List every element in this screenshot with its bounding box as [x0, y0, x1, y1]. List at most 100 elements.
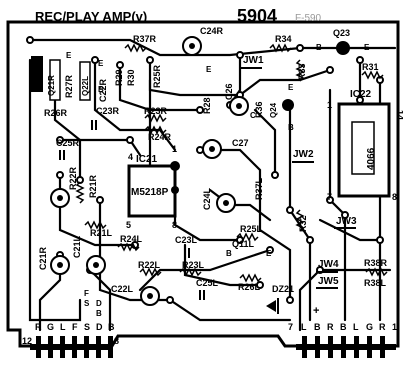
- pin-left-note-d: D: [96, 299, 102, 308]
- q24-label: Q24: [269, 102, 278, 118]
- c25l-label: C25L: [196, 278, 219, 288]
- r26r-label: R26R: [44, 108, 68, 118]
- c24l-label: C24L: [202, 187, 212, 210]
- jw5-label: JW5: [318, 276, 339, 287]
- r25r-label: R25R: [152, 64, 162, 88]
- ic21-pin-8: 8: [172, 220, 177, 230]
- connector-right: 7 1 + L B R B L G R: [288, 305, 397, 358]
- jw4-label: JW4: [318, 259, 339, 270]
- c22l-label: C22L: [111, 284, 134, 294]
- q11l-label: Q11L: [232, 239, 255, 249]
- jumper-block-left: [31, 56, 43, 92]
- pin-right-2: B: [314, 322, 321, 332]
- r34-label: R34: [275, 34, 292, 44]
- c23l-label: C23L: [175, 235, 198, 245]
- jw3-label: JW3: [336, 216, 357, 227]
- r31-label: R31: [362, 62, 379, 72]
- resistor-glyphs: [75, 43, 388, 283]
- c25r-label: C25R: [56, 138, 80, 148]
- transistor-q11l: Q11L: [232, 239, 255, 249]
- r37r-label: R37R: [133, 34, 157, 44]
- r36-label: R36: [254, 101, 264, 118]
- pin-left-note-b: B: [96, 309, 102, 318]
- jw1-label: JW1: [243, 55, 264, 66]
- jumpers: JW1 JW2 JW3 JW4 JW5: [240, 55, 357, 289]
- pin-right-7: R: [379, 322, 386, 332]
- pin-left-5: S: [84, 322, 90, 332]
- terminal-e-4: E: [98, 59, 104, 68]
- ic22-ref: IC22: [350, 89, 372, 100]
- board-number: 5904: [237, 6, 277, 26]
- terminal-e-5: E: [266, 249, 272, 258]
- r21r-label: R21R: [88, 174, 98, 198]
- c21l-label: C21L: [72, 235, 82, 258]
- ic21-pin-4: 4: [128, 152, 133, 162]
- ic22-pin-14: 14: [395, 110, 403, 120]
- connector-left: 12 8 R G L F S D B F S D B: [22, 289, 119, 358]
- terminal-c-1: C: [250, 111, 256, 120]
- r38r-label: R38R: [364, 258, 388, 268]
- r22r-label: R22R: [68, 166, 78, 190]
- r21l-label: R21L: [90, 228, 113, 238]
- pin-left-note-s: S: [84, 299, 90, 308]
- q21r-label: Q21R: [47, 75, 56, 96]
- r26l-label: R26L: [238, 282, 261, 292]
- terminal-letters: B E E B E B E E B E C: [66, 43, 370, 258]
- pin-left-1: R: [35, 322, 42, 332]
- ic21: IC21 M5218P 4 1 5 8: [126, 144, 180, 230]
- diode-dz21: DZ21: [266, 284, 294, 314]
- pin-right-1: L: [301, 322, 307, 332]
- c26-label: C26: [224, 83, 234, 100]
- capacitor-polarity-marks: [57, 43, 242, 299]
- terminal-b-1: B: [316, 43, 322, 52]
- terminal-e-2: E: [66, 51, 72, 60]
- r23r-label: R23R: [144, 106, 168, 116]
- ic21-part: M5218P: [131, 187, 169, 198]
- ic21-pin-1: 1: [172, 144, 177, 154]
- transistor-q21r: Q21R: [47, 59, 61, 101]
- pin-left-7: B: [108, 322, 115, 332]
- ic22-pin-7: 7: [327, 192, 332, 202]
- r25l-label: R25L: [240, 224, 263, 234]
- pin-left-4: F: [72, 322, 78, 332]
- pin-right-5: L: [353, 322, 359, 332]
- transistor-q23: Q23: [333, 28, 350, 55]
- r32-label: R32: [298, 215, 308, 232]
- ic22: IC22 4066 1 14 7 8: [327, 89, 403, 202]
- transistor-q24: Q24: [269, 99, 294, 118]
- dz21-label: DZ21: [272, 284, 294, 294]
- c22r-label: C22R: [98, 78, 108, 102]
- capacitor-glyphs: [59, 120, 205, 300]
- resistor-labels: R37R R34 R33 R31 R29 R30 R25R R27R R26R …: [44, 34, 388, 292]
- c27-label: C27: [232, 138, 249, 148]
- r38l-label: R38L: [364, 278, 387, 288]
- q22l-label: Q22L: [81, 76, 90, 96]
- r22l-label: R22L: [138, 260, 161, 270]
- c24r-label: C24R: [200, 26, 224, 36]
- r27r-label: R27R: [64, 74, 74, 98]
- jw2-label: JW2: [293, 149, 314, 160]
- terminal-b-4: B: [226, 249, 232, 258]
- q23-label: Q23: [333, 28, 350, 38]
- board-number-faint: F-590: [295, 13, 322, 24]
- ic22-part: 4066: [366, 147, 377, 170]
- r24l-label: R24L: [120, 234, 143, 244]
- connector-right-end: 1: [392, 322, 397, 332]
- connector-left-end: 8: [114, 336, 119, 346]
- terminal-e-3: E: [288, 83, 294, 92]
- pin-left-3: L: [60, 322, 66, 332]
- pin-left-6: D: [96, 322, 103, 332]
- connector-left-number: 12: [22, 336, 32, 346]
- board-title: REC/PLAY AMP(v): [35, 9, 147, 24]
- connector-right-number: 7: [288, 322, 293, 332]
- pin-left-note-f: F: [84, 289, 89, 298]
- pin-left-2: G: [47, 322, 54, 332]
- r23l-label: R23L: [182, 260, 205, 270]
- pin-right-6: G: [366, 322, 373, 332]
- ic21-pin-5: 5: [126, 220, 131, 230]
- r24r-label: R24R: [148, 132, 172, 142]
- terminal-b-3: B: [98, 85, 104, 94]
- c21r-label: C21R: [38, 246, 48, 270]
- terminal-e-1: E: [364, 43, 370, 52]
